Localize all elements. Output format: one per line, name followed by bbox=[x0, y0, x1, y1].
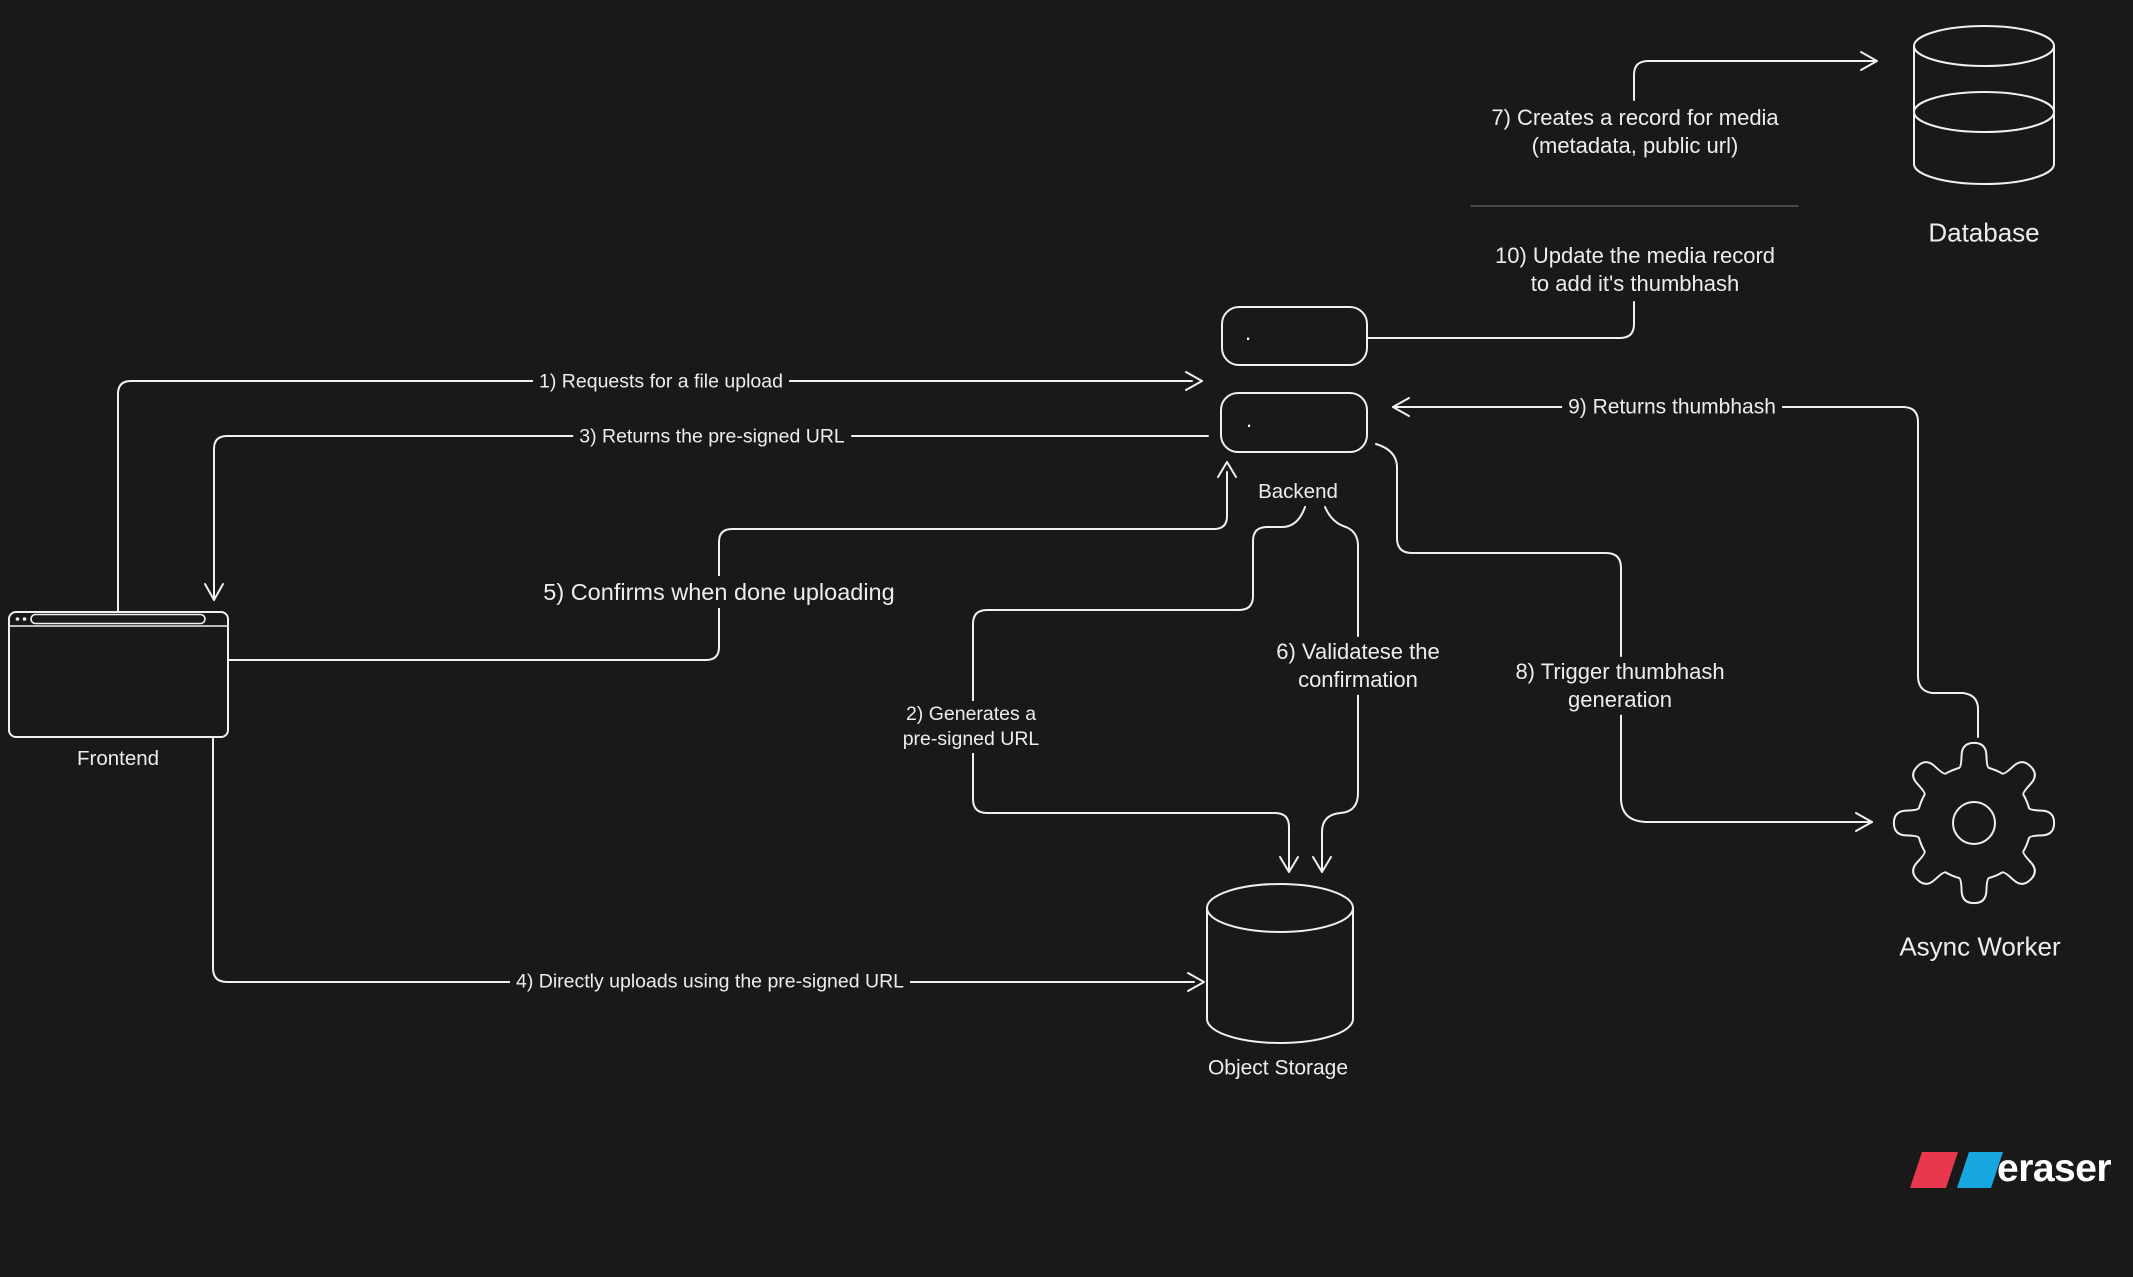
connector-4-directly-uploads bbox=[212, 736, 1205, 992]
database-icon bbox=[1913, 25, 2055, 185]
step10-line1: 10) Update the media record bbox=[1494, 242, 1776, 268]
connector-9-returns-thumbhash bbox=[1392, 397, 1979, 738]
step8-line2: generation bbox=[1568, 687, 1672, 712]
backend-box-2 bbox=[1220, 392, 1368, 453]
browser-window-icon bbox=[8, 611, 229, 738]
step7-line1: 7) Creates a record for media bbox=[1491, 104, 1779, 130]
step6-line1: 6) Validatese the bbox=[1276, 638, 1440, 664]
object-storage-label: Object Storage bbox=[1207, 1056, 1349, 1080]
step8-line1: 8) Trigger thumbhash bbox=[1515, 658, 1725, 684]
frontend-label: Frontend bbox=[76, 746, 160, 770]
connector-5-confirms-done bbox=[228, 461, 1237, 661]
object-storage-icon bbox=[1206, 883, 1354, 1044]
step2-label: 2) Generates a pre-signed URL bbox=[896, 701, 1046, 753]
eraser-logo-icon bbox=[1910, 1152, 2003, 1188]
step8-label: 8) Trigger thumbhash generation bbox=[1509, 656, 1731, 716]
connector-7-creates-record bbox=[1633, 51, 1878, 101]
eraser-logo-text: eraser bbox=[1997, 1147, 2112, 1190]
step2-line1: 2) Generates a bbox=[905, 703, 1037, 726]
step10-label: 10) Update the media record to add it's … bbox=[1488, 240, 1782, 300]
step2-line2: pre-signed URL bbox=[902, 728, 1040, 750]
step5-label: 5) Confirms when done uploading bbox=[537, 575, 901, 609]
backend-label: Backend bbox=[1252, 477, 1344, 507]
step4-label: 4) Directly uploads using the pre-signed… bbox=[509, 968, 911, 996]
step9-label: 9) Returns thumbhash bbox=[1562, 393, 1782, 423]
connector-10-update-record bbox=[1366, 301, 1635, 339]
async-worker-label: Async Worker bbox=[1899, 931, 2061, 962]
step6-line2: confirmation bbox=[1298, 667, 1418, 692]
connector-8-trigger-thumbhash bbox=[1375, 443, 1873, 832]
connector-1-requests-upload bbox=[117, 371, 1203, 613]
backend-box-1 bbox=[1221, 306, 1368, 366]
connector-6-validates-confirmation bbox=[1312, 506, 1359, 873]
step3-label: 3) Returns the pre-signed URL bbox=[573, 423, 851, 451]
gear-icon-path bbox=[1892, 741, 2056, 905]
gear-icon bbox=[1892, 741, 2056, 905]
step10-line2: to add it's thumbhash bbox=[1530, 271, 1740, 296]
connector-2-generates-presigned-url bbox=[972, 506, 1306, 873]
connector-3-returns-presigned-url bbox=[204, 435, 1209, 601]
step1-label: 1) Requests for a file upload bbox=[533, 368, 789, 396]
step7-line2: (metadata, public url) bbox=[1531, 133, 1739, 158]
step6-label: 6) Validatese the confirmation bbox=[1270, 636, 1446, 696]
database-label: Database bbox=[1928, 217, 2040, 248]
step7-label: 7) Creates a record for media (metadata,… bbox=[1485, 102, 1785, 162]
